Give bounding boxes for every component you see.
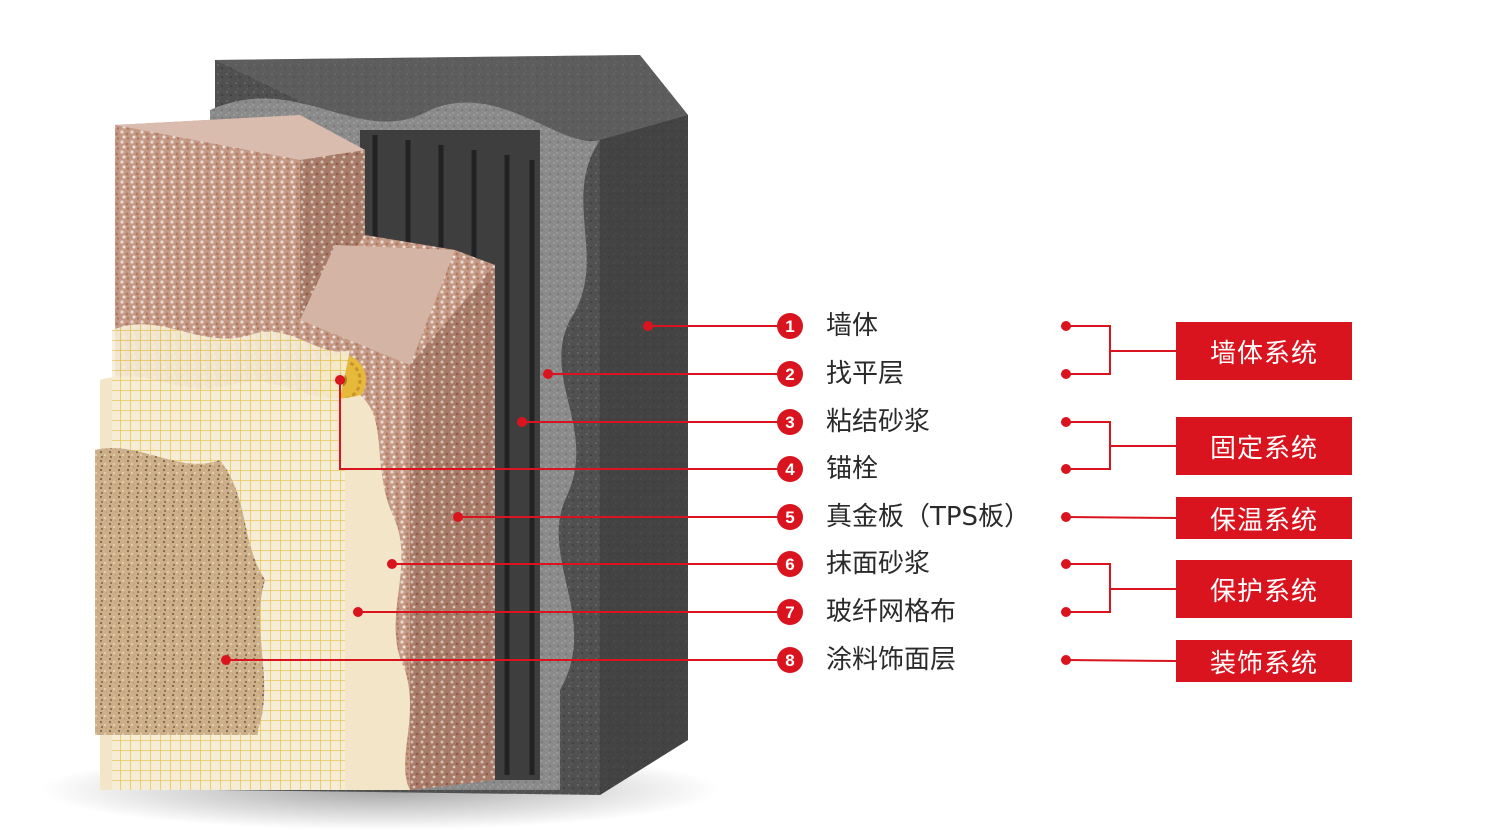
number-badge [777,361,803,387]
layer-callout-3: 3 [517,409,803,435]
layer-label-3: 粘结砂浆 [826,407,931,437]
layer-callout-8: 8 [221,647,803,673]
number-badge-text: 4 [785,460,795,479]
leader-dot [543,369,553,379]
number-badge-text: 3 [785,413,794,432]
number-badge [777,647,803,673]
leader-dot [335,375,345,385]
layer-callout-6: 6 [387,551,803,577]
system-box-3: 保温系统 [1176,497,1352,539]
layer-label-2: 找平层 [826,359,905,389]
system-bracket-1 [1061,321,1176,379]
leader-dot [643,321,653,331]
layer-callout-4: 4 [335,375,803,482]
leader-dot [353,607,363,617]
number-badge-text: 6 [785,555,794,574]
layer-label-6: 抹面砂浆 [826,549,931,579]
number-badge-text: 7 [785,603,794,622]
system-bracket-3 [1061,512,1177,522]
bracket-line [1066,421,1176,470]
layer-callout-7: 7 [353,599,803,625]
layer-callout-1: 1 [643,313,803,339]
number-badge [777,456,803,482]
leader-dot [453,512,463,522]
system-bracket-2 [1061,417,1176,474]
layer-callout-2: 2 [543,361,803,387]
bracket-line [1065,516,1177,519]
leader-dot [517,417,527,427]
leader-dot [387,559,397,569]
layer-label-7: 玻纤网格布 [826,597,957,627]
number-badge [777,551,803,577]
layer-callout-5: 5 [453,504,803,530]
leader-dot [221,655,231,665]
system-box-2: 固定系统 [1176,417,1352,475]
bracket-line [1066,563,1176,613]
number-badge-text: 8 [785,651,794,670]
bracket-line [1066,325,1176,375]
number-badge-text: 1 [785,317,794,336]
bracket-line [1065,659,1177,662]
number-badge [777,504,803,530]
layer-label-8: 涂料饰面层 [826,645,957,675]
leader-line [339,380,780,470]
number-badge-text: 5 [785,508,794,527]
number-badge [777,599,803,625]
number-badge [777,313,803,339]
number-badge [777,409,803,435]
system-box-1: 墙体系统 [1176,322,1352,380]
system-bracket-4 [1061,559,1176,617]
layer-label-5: 真金板（TPS板） [826,502,1031,532]
layer-label-1: 墙体 [826,311,879,341]
system-bracket-5 [1061,655,1177,665]
layer-label-4: 锚栓 [826,454,879,484]
number-badge-text: 2 [785,365,794,384]
system-box-5: 装饰系统 [1176,640,1352,682]
system-box-4: 保护系统 [1176,560,1352,618]
